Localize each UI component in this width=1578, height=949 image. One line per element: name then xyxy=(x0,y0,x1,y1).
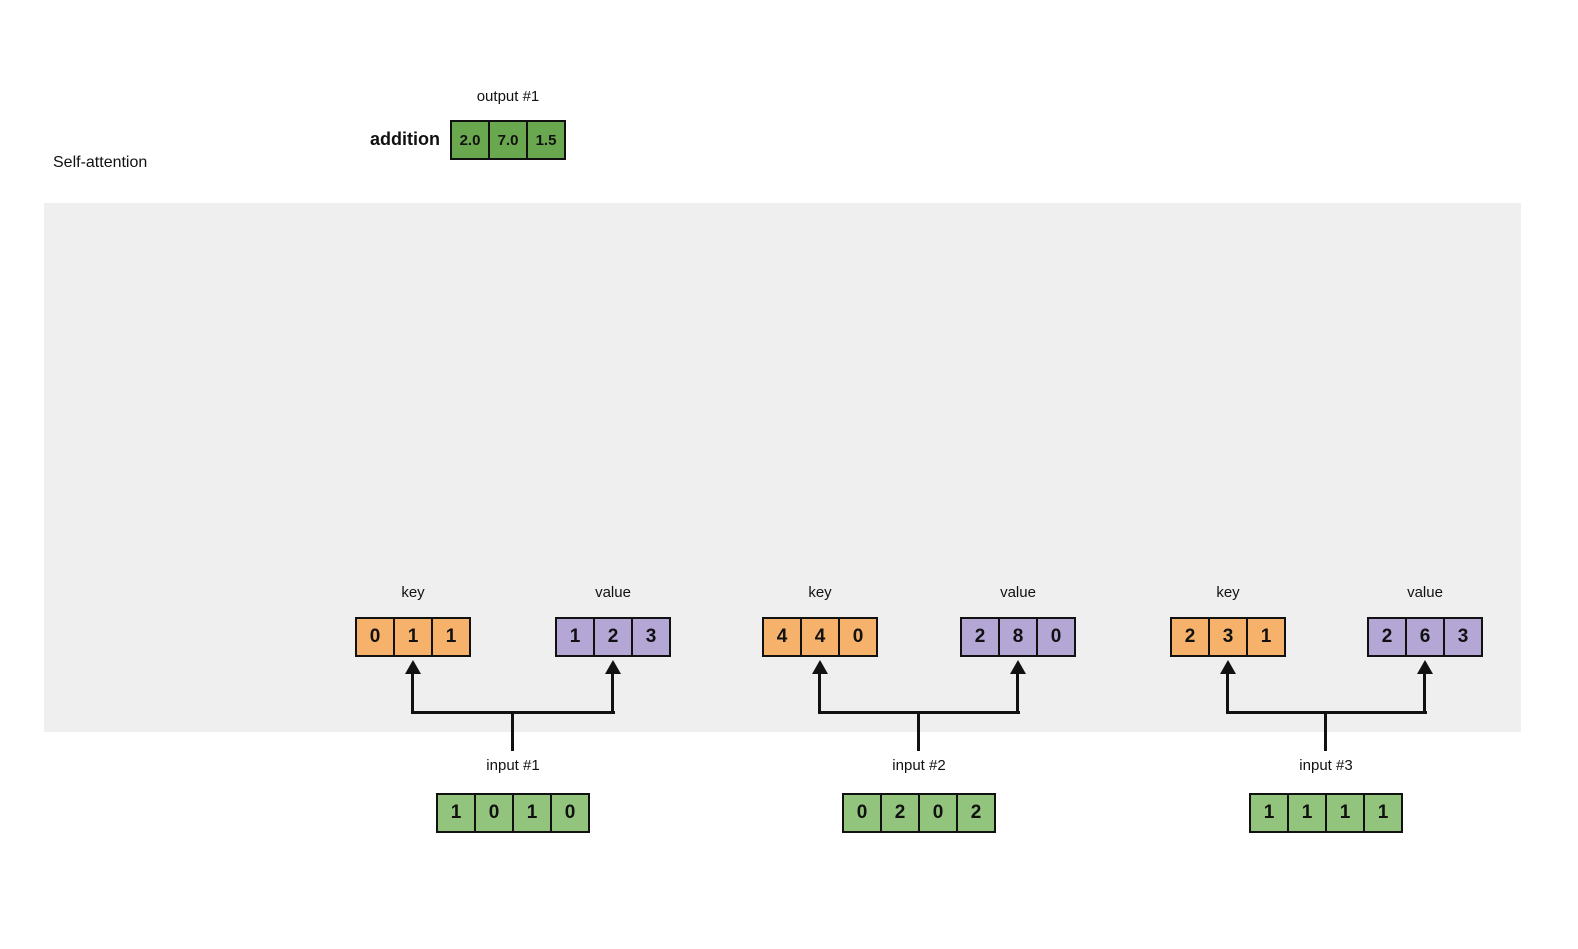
key-vector: 0 1 1 xyxy=(355,617,471,657)
arrow-to-key-head xyxy=(1220,660,1236,674)
input-cell: 2 xyxy=(956,793,996,833)
input-vector: 0 2 0 2 xyxy=(842,793,996,833)
arrow-to-value-head xyxy=(605,660,621,674)
key-label: key xyxy=(401,584,425,601)
input-cell: 0 xyxy=(918,793,958,833)
input-label: input #2 xyxy=(892,757,946,774)
key-cell: 3 xyxy=(1208,617,1248,657)
output-vector: 2.0 7.0 1.5 xyxy=(450,120,566,160)
output-label: output #1 xyxy=(476,88,540,105)
key-label: key xyxy=(1216,584,1240,601)
value-cell: 1 xyxy=(555,617,595,657)
arrow-to-key-shaft xyxy=(411,674,414,714)
value-cell: 6 xyxy=(1405,617,1445,657)
input-vector: 1 0 1 0 xyxy=(436,793,590,833)
arrow-to-key-head xyxy=(812,660,828,674)
input-cell: 0 xyxy=(550,793,590,833)
output-cell: 7.0 xyxy=(488,120,528,160)
output-cell: 1.5 xyxy=(526,120,566,160)
arrow-to-value-head xyxy=(1417,660,1433,674)
key-cell: 4 xyxy=(762,617,802,657)
input-cell: 0 xyxy=(474,793,514,833)
value-label: value xyxy=(1407,584,1443,601)
value-vector: 2 8 0 xyxy=(960,617,1076,657)
input-cell: 2 xyxy=(880,793,920,833)
value-label: value xyxy=(595,584,631,601)
value-cell: 8 xyxy=(998,617,1038,657)
key-cell: 2 xyxy=(1170,617,1210,657)
key-cell: 1 xyxy=(393,617,433,657)
input-cell: 1 xyxy=(436,793,476,833)
input-stem xyxy=(1324,711,1327,751)
value-cell: 2 xyxy=(960,617,1000,657)
key-cell: 4 xyxy=(800,617,840,657)
input-cell: 1 xyxy=(1325,793,1365,833)
key-cell: 1 xyxy=(1246,617,1286,657)
arrow-to-key-shaft xyxy=(818,674,821,714)
key-cell: 0 xyxy=(838,617,878,657)
arrow-to-value-shaft xyxy=(611,674,614,714)
input-vector: 1 1 1 1 xyxy=(1249,793,1403,833)
value-label: value xyxy=(1000,584,1036,601)
key-cell: 0 xyxy=(355,617,395,657)
value-cell: 2 xyxy=(593,617,633,657)
key-label: key xyxy=(808,584,832,601)
addition-label: addition xyxy=(370,129,440,149)
value-cell: 0 xyxy=(1036,617,1076,657)
arrow-to-value-head xyxy=(1010,660,1026,674)
value-vector: 1 2 3 xyxy=(555,617,671,657)
input-stem xyxy=(917,711,920,751)
arrow-to-value-shaft xyxy=(1423,674,1426,714)
arrow-to-key-head xyxy=(405,660,421,674)
input-label: input #3 xyxy=(1299,757,1353,774)
value-vector: 2 6 3 xyxy=(1367,617,1483,657)
arrow-to-value-shaft xyxy=(1016,674,1019,714)
value-cell: 3 xyxy=(631,617,671,657)
diagram-title: Self-attention xyxy=(53,154,148,171)
input-cell: 1 xyxy=(1287,793,1327,833)
key-cell: 1 xyxy=(431,617,471,657)
output-cell: 2.0 xyxy=(450,120,490,160)
value-cell: 2 xyxy=(1367,617,1407,657)
key-vector: 2 3 1 xyxy=(1170,617,1286,657)
arrow-to-key-shaft xyxy=(1226,674,1229,714)
input-cell: 0 xyxy=(842,793,882,833)
input-stem xyxy=(511,711,514,751)
input-cell: 1 xyxy=(1363,793,1403,833)
value-cell: 3 xyxy=(1443,617,1483,657)
key-vector: 4 4 0 xyxy=(762,617,878,657)
input-cell: 1 xyxy=(1249,793,1289,833)
input-cell: 1 xyxy=(512,793,552,833)
input-label: input #1 xyxy=(486,757,540,774)
